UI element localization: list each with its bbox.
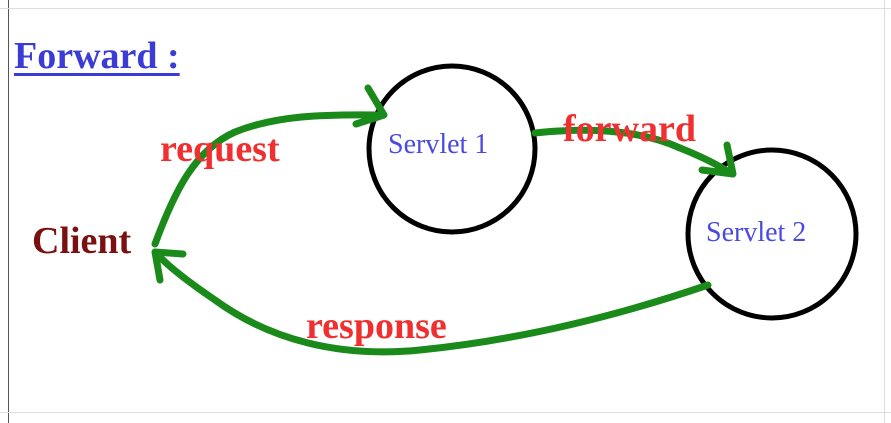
servlet-2-label: Servlet 2: [706, 217, 807, 248]
response-label: response: [306, 305, 447, 347]
frame-top-border: [0, 8, 891, 9]
servlet-2-circle: [685, 147, 859, 321]
frame-left-border: [8, 0, 9, 423]
frame-bottom-border: [0, 412, 891, 413]
diagram-title: Forward :: [14, 35, 180, 77]
response-arrow: [154, 251, 712, 356]
forward-arrow: [531, 126, 736, 178]
client-label: Client: [32, 220, 132, 262]
request-arrowhead: [352, 84, 388, 128]
servlet-1-label: Servlet 1: [388, 129, 489, 160]
response-arrowhead: [151, 248, 187, 284]
forward-label: forward: [563, 108, 696, 150]
servlet-1-circle: [366, 63, 538, 235]
forward-arrowhead: [698, 141, 737, 178]
request-label: request: [160, 128, 280, 170]
frame-right-border: [884, 0, 885, 423]
request-arrow: [151, 111, 386, 248]
